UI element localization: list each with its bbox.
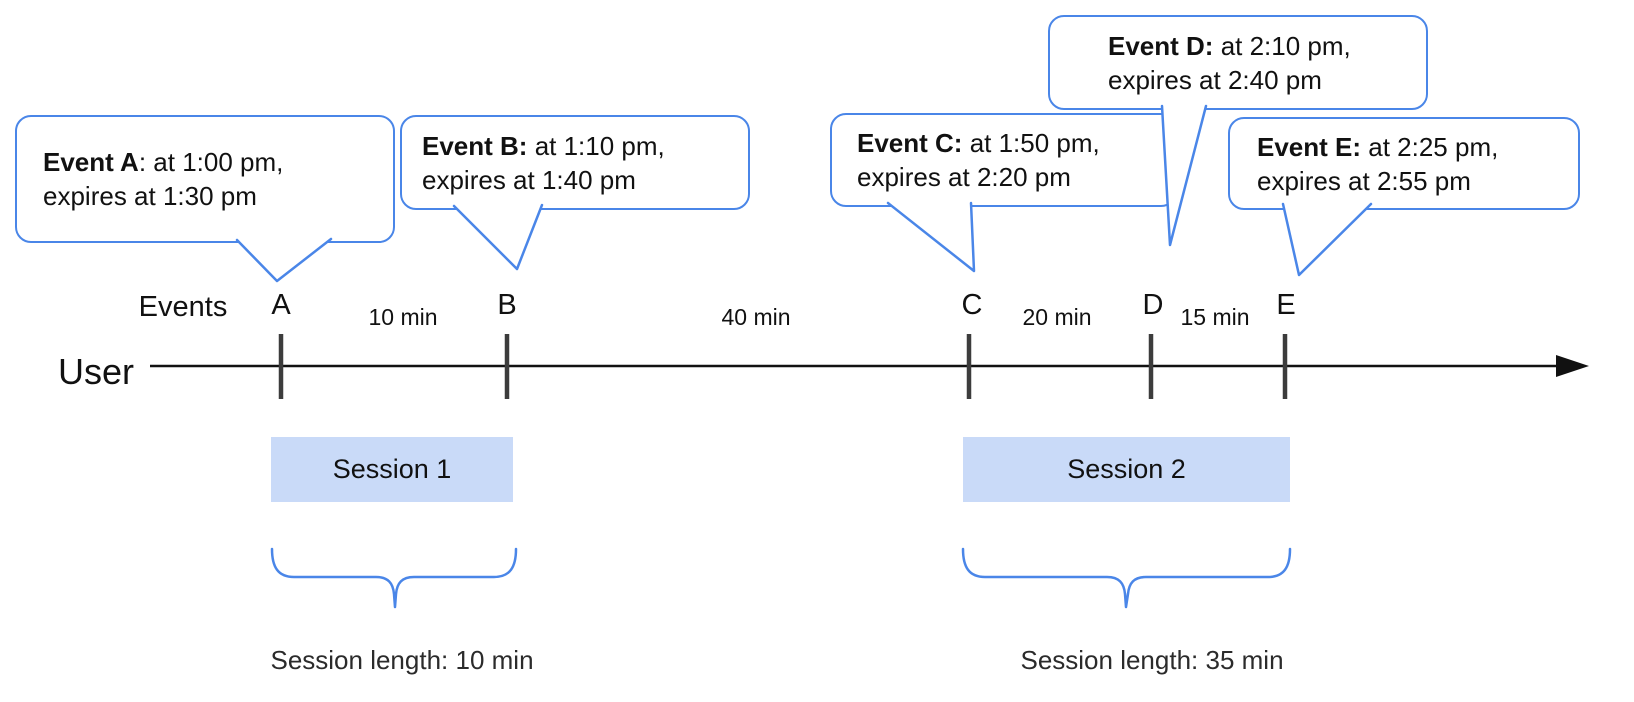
event-e-time: at 2:25 pm, [1361,131,1499,162]
event-b-line1: Event B: at 1:10 pm, [422,129,748,163]
event-b-time: at 1:10 pm, [527,130,665,161]
event-a-line1: Event A: at 1:00 pm, [43,145,393,179]
event-e-line2: expires at 2:55 pm [1257,165,1471,196]
event-d-line2: expires at 2:40 pm [1108,64,1322,95]
event-b-label: Event B: [422,130,528,161]
session-2-length-label: Session length: 35 min [1020,645,1284,675]
event-b-tail [452,203,544,271]
event-d-time: at 2:10 pm, [1213,30,1351,61]
event-d-label: Event D: [1108,30,1214,61]
event-c-line1: Event C: at 1:50 pm, [857,126,1175,160]
event-a-line2: expires at 1:30 pm [43,181,257,211]
event-d-letter: D [1142,289,1164,321]
session-2-brace [961,547,1292,609]
event-c-line2: expires at 2:20 pm [857,162,1071,192]
event-b-callout: Event B: at 1:10 pm, expires at 1:40 pm [400,115,750,210]
event-d-line1: Event D: at 2:10 pm, [1108,29,1426,63]
session-2-box: Session 2 [963,437,1290,502]
event-a-time: : at 1:00 pm, [138,147,284,177]
event-e-letter: E [1276,289,1296,321]
event-b-letter: B [497,289,517,321]
interval-a-b-label: 10 min [368,304,438,330]
event-e-tail [1281,202,1373,277]
event-c-callout: Event C: at 1:50 pm, expires at 2:20 pm [830,113,1177,207]
session-1-length-label: Session length: 10 min [270,645,534,675]
event-c-label: Event C: [857,128,963,158]
session-1-box: Session 1 [271,437,513,502]
interval-d-e-label: 15 min [1180,304,1250,330]
timeline-arrowhead-icon [1556,355,1589,377]
events-row-label: Events [138,291,228,323]
event-e-label: Event E: [1257,131,1362,162]
event-a-callout: Event A: at 1:00 pm, expires at 1:30 pm [15,115,395,243]
event-e-callout: Event E: at 2:25 pm, expires at 2:55 pm [1228,117,1580,210]
interval-b-c-label: 40 min [721,304,791,330]
session-1-brace [270,547,518,609]
event-e-line1: Event E: at 2:25 pm, [1257,130,1578,164]
event-c-tail [886,201,976,273]
event-b-line2: expires at 1:40 pm [422,164,636,195]
session-2-label: Session 2 [1067,454,1186,484]
event-d-callout: Event D: at 2:10 pm, expires at 2:40 pm [1048,15,1428,110]
user-axis-label: User [58,351,135,392]
event-a-label: Event A [43,147,139,177]
event-a-letter: A [271,289,291,321]
session-1-label: Session 1 [332,454,452,484]
event-c-time: at 1:50 pm, [962,128,1100,158]
event-c-letter: C [961,289,983,321]
event-a-tail [235,237,333,283]
interval-c-d-label: 20 min [1022,304,1092,330]
